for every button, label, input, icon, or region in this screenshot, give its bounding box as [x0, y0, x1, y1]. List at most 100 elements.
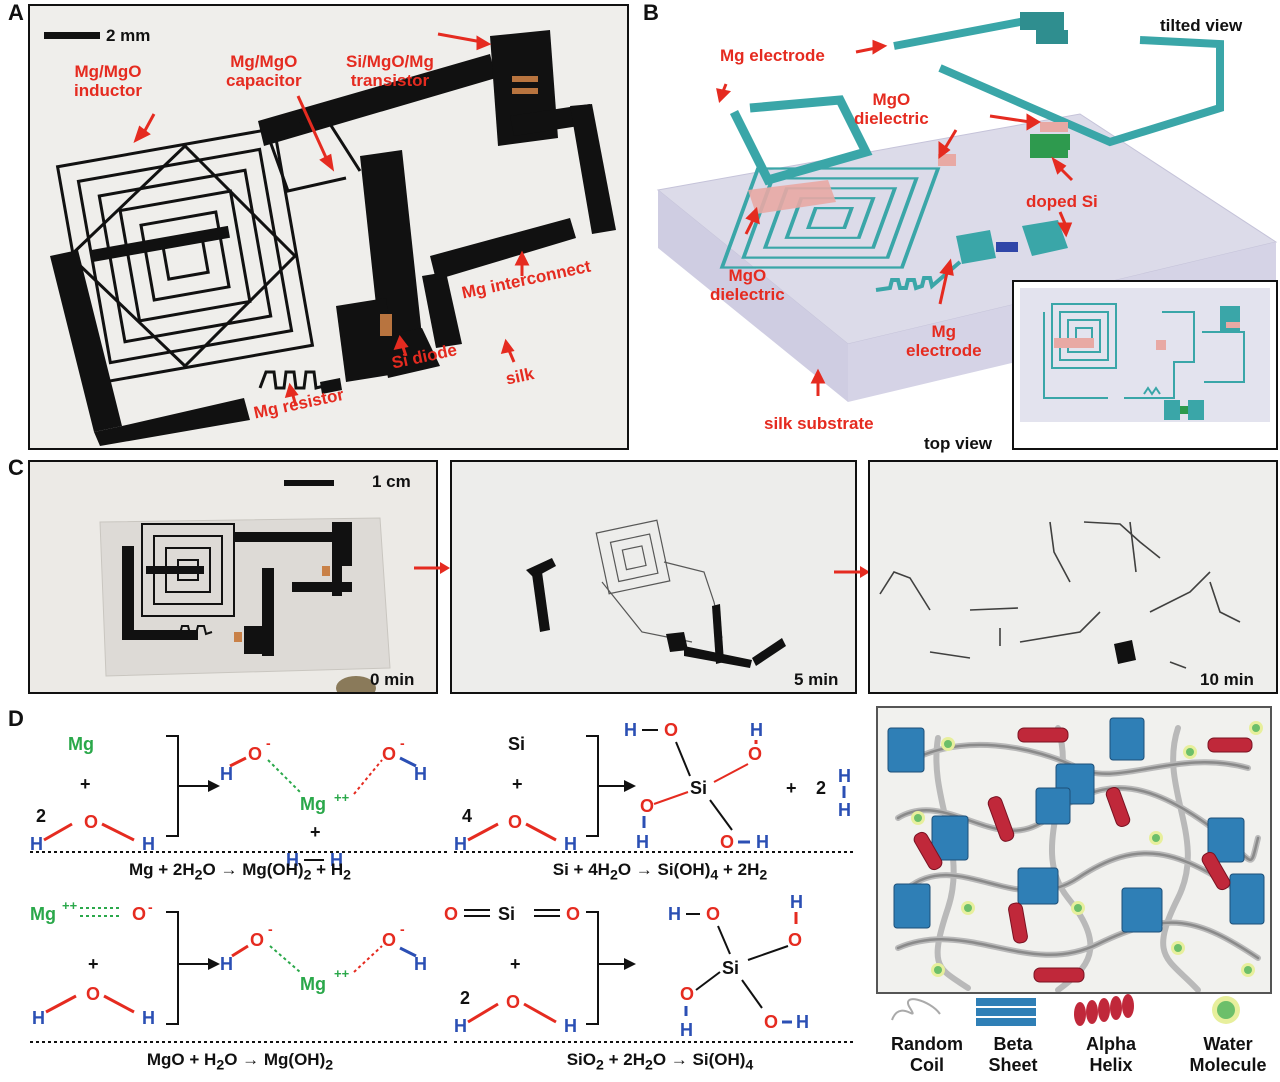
label-inductor: Mg/MgO inductor [74, 62, 142, 100]
panel-label-c: C [8, 455, 24, 480]
legend-water-molecule: Water Molecule [1189, 1034, 1267, 1075]
svg-text:-: - [148, 899, 153, 915]
frame-0min-graphic [99, 480, 391, 692]
panel-label-d: D [8, 706, 24, 731]
label-mgo-dielectric-top: MgO dielectric [854, 90, 929, 128]
frame-5min: 5 min [450, 460, 857, 694]
svg-text:O: O [706, 904, 720, 924]
svg-text:O: O [764, 1012, 778, 1032]
svg-text:H: H [220, 764, 233, 784]
panel-b-schematic: tilted view Mg electrode MgO dielectric … [640, 4, 1280, 453]
svg-text:H: H [454, 1016, 467, 1036]
svg-text:O: O [680, 984, 694, 1004]
water-molecule-icon [1212, 996, 1240, 1024]
label-mgo-dielectric-left: MgO dielectric [710, 266, 785, 304]
svg-text:H: H [286, 850, 299, 870]
svg-text:2: 2 [816, 778, 826, 798]
inset-top-view [1012, 280, 1278, 450]
svg-text:Si: Si [690, 778, 707, 798]
svg-text:2: 2 [460, 988, 470, 1008]
svg-text:O: O [788, 930, 802, 950]
svg-text:++: ++ [334, 966, 350, 981]
frame-5min-graphic [526, 519, 786, 668]
svg-text:O: O [508, 812, 522, 832]
scale-bar-label-a: 2 mm [106, 26, 151, 45]
svg-text:Si: Si [508, 734, 525, 754]
svg-text:O: O [748, 744, 762, 764]
svg-text:H: H [796, 1012, 809, 1032]
svg-text:2: 2 [36, 806, 46, 826]
equation-mg-water: Mg + 2H2O → Mg(OH)2 + H2 [129, 860, 351, 884]
svg-text:Mg: Mg [300, 974, 326, 994]
svg-text:H: H [838, 800, 851, 820]
svg-text:Mg: Mg [30, 904, 56, 924]
svg-text:H: H [414, 954, 427, 974]
svg-text:Si: Si [498, 904, 515, 924]
svg-text:H: H [30, 834, 43, 854]
svg-text:O: O [248, 744, 262, 764]
silk-protein-structure [876, 706, 1272, 994]
arrow-5-to-10 [834, 566, 870, 578]
frame-0min: 1 cm 0 min [28, 460, 438, 694]
equation-mgo-water: MgO + H2O → Mg(OH)2 [146, 1050, 334, 1074]
arrow-0-to-5 [414, 562, 450, 574]
svg-text:H: H [680, 1020, 693, 1040]
scale-bar-label-c: 1 cm [372, 472, 411, 491]
svg-text:O: O [664, 720, 678, 740]
equation-sio2-water: SiO2 + 2H2O → Si(OH)4 [566, 1050, 754, 1074]
svg-text:O: O [382, 744, 396, 764]
frame-label-5min: 5 min [794, 670, 839, 689]
svg-text:+: + [510, 954, 521, 974]
svg-text:O: O [444, 904, 458, 924]
svg-text:H: H [838, 766, 851, 786]
svg-text:O: O [84, 812, 98, 832]
svg-text:O: O [132, 904, 146, 924]
label-doped-si: doped Si [1026, 192, 1098, 211]
equation-si-water: Si + 4H2O → Si(OH)4 + 2H2 [552, 860, 768, 884]
svg-text:O: O [86, 984, 100, 1004]
svg-text:-: - [266, 735, 271, 751]
label-mg-electrode-top: Mg electrode [720, 46, 825, 65]
label-transistor: Si/MgO/Mg transistor [346, 52, 434, 90]
atom-mg-reactant: Mg [68, 734, 94, 754]
alpha-helix-icon [1074, 994, 1134, 1026]
svg-text:H: H [220, 954, 233, 974]
svg-text:O: O [566, 904, 580, 924]
device-photo-graphic [44, 30, 616, 446]
reaction-schemes: Mg + 2 H O H H O - Mg ++ O - H + H H Si … [30, 720, 856, 1043]
svg-text:-: - [400, 921, 405, 937]
svg-text:H: H [624, 720, 637, 740]
svg-text:O: O [250, 930, 264, 950]
svg-text:O: O [506, 992, 520, 1012]
svg-text:H: H [564, 834, 577, 854]
legend-alpha-helix: Alpha Helix [1085, 1034, 1136, 1075]
svg-text:H: H [454, 834, 467, 854]
svg-text:H: H [790, 892, 803, 912]
panel-a-photo: 2 mm Mg/MgO inductor Mg/MgO capacitor Si… [28, 4, 629, 450]
svg-text:H: H [636, 832, 649, 852]
label-mg-electrode-bottom: Mg electrode [906, 322, 982, 360]
random-coil-icon [891, 998, 941, 1021]
label-silk-substrate: silk substrate [764, 414, 874, 433]
svg-text:Si: Si [722, 958, 739, 978]
legend-random-coil: Random Coil [891, 1034, 963, 1075]
svg-text:-: - [268, 921, 273, 937]
svg-text:O: O [720, 832, 734, 852]
inset-top-view-graphic [1043, 303, 1245, 420]
svg-text:-: - [400, 735, 405, 751]
svg-text:Mg: Mg [300, 794, 326, 814]
svg-text:H: H [564, 1016, 577, 1036]
legend-beta-sheet: Beta Sheet [988, 1034, 1038, 1075]
frame-label-0min: 0 min [370, 670, 415, 689]
svg-text:H: H [32, 1008, 45, 1028]
svg-text:H: H [756, 832, 769, 852]
svg-text:H: H [142, 834, 155, 854]
svg-text:+: + [310, 822, 321, 842]
panel-label-b: B [643, 0, 659, 25]
structure-legend-icons [891, 994, 1240, 1026]
frame-label-10min: 10 min [1200, 670, 1254, 689]
svg-text:+: + [80, 774, 91, 794]
tilted-view-label: tilted view [1160, 16, 1243, 35]
svg-text:H: H [668, 904, 681, 924]
svg-text:++: ++ [334, 790, 350, 805]
